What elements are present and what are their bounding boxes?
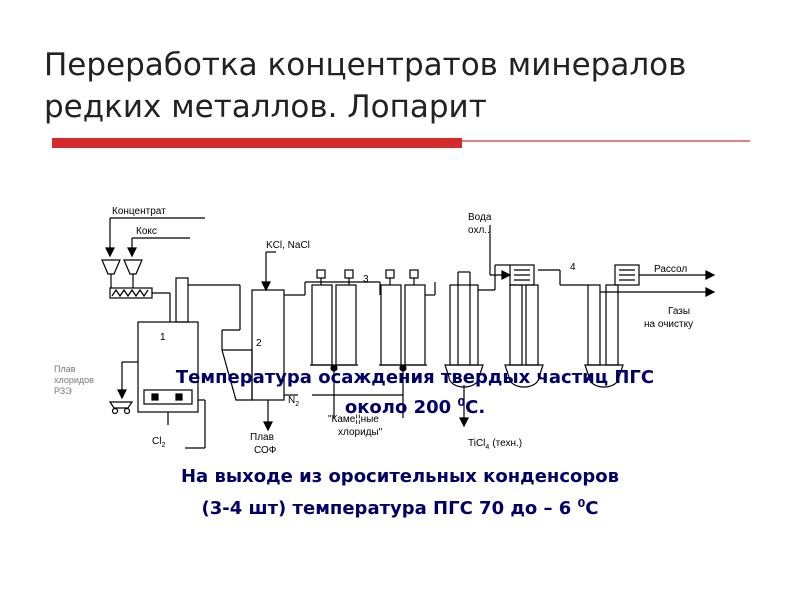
label-brine: Рассол [654, 264, 687, 275]
number-1: 1 [160, 332, 166, 343]
label-gases-purification: на очистку [644, 319, 693, 330]
label-kcl-nacl: KCl, NaCl [266, 240, 310, 251]
label-water: Вода [468, 212, 492, 223]
label-water-cooling: охл.. [468, 225, 490, 236]
number-3: 3 [363, 274, 369, 285]
hopper-right [123, 259, 143, 275]
chlorinator-grid [143, 389, 193, 405]
label-melt-ree-2: хлоридов [54, 375, 94, 385]
ree-melt-cart [108, 401, 134, 409]
note2-line2: (3-4 шт) температура ПГС 70 до – 6 0С [201, 497, 599, 519]
label-melt-ree-1: Плав [54, 364, 76, 374]
settler-4c [584, 364, 624, 388]
settler-4b [504, 364, 544, 388]
condenser-3d [404, 284, 426, 366]
condenser-3a [311, 284, 333, 366]
condenser-3c [380, 284, 402, 366]
screw-thread [111, 288, 149, 298]
label-melt-sof-1: Плав [250, 432, 274, 443]
concentrate-arrow [105, 247, 115, 258]
settler-4a [444, 364, 484, 388]
note1-line2: около 200 0С. [344, 396, 486, 418]
title-line-1: Переработка концентратов минералов [44, 47, 687, 83]
label-melt-ree-3: РЗЭ [54, 386, 72, 396]
chlorinator-2-cone [221, 349, 253, 401]
note-condenser-outlet: На выходе из оросительных конденсоров (3… [100, 463, 700, 522]
note1-line1: Температура осаждения твердых частиц ПГС [175, 367, 655, 388]
label-ticl4: TiCl4(техн.) [468, 438, 522, 451]
label-gases: Газы [668, 306, 690, 317]
label-melt-sof-2: СОФ [254, 445, 277, 456]
label-n2: N2 [288, 395, 299, 408]
gas-duct [175, 277, 189, 323]
label-coke: Кокс [136, 226, 157, 237]
note2-line1: На выходе из оросительных конденсоров [180, 466, 620, 487]
number-4: 4 [570, 262, 576, 273]
hopper-left [101, 259, 121, 275]
number-2: 2 [256, 338, 262, 349]
label-concentrate: Концентрат [112, 206, 166, 217]
label-stone-chlorides-2: хлориды" [338, 427, 383, 438]
slide-title: Переработка концентратов минералов редки… [44, 44, 784, 128]
condenser-4a [449, 284, 479, 366]
coke-arrow [127, 247, 137, 258]
label-stone-chlorides-1: "Каме¦¦ные [328, 414, 379, 425]
title-underline [462, 140, 750, 142]
label-cl2: Cl2 [152, 436, 165, 449]
title-accent-bar [52, 138, 462, 148]
title-line-2: редких металлов. Лопарит [44, 89, 487, 125]
process-scheme: Концентрат Кокс KCl, NaCl Вода охл.. Рас… [54, 206, 716, 456]
note-deposition-temperature: Температура осаждения твердых частиц ПГС… [95, 365, 735, 420]
condenser-3b [335, 284, 357, 366]
